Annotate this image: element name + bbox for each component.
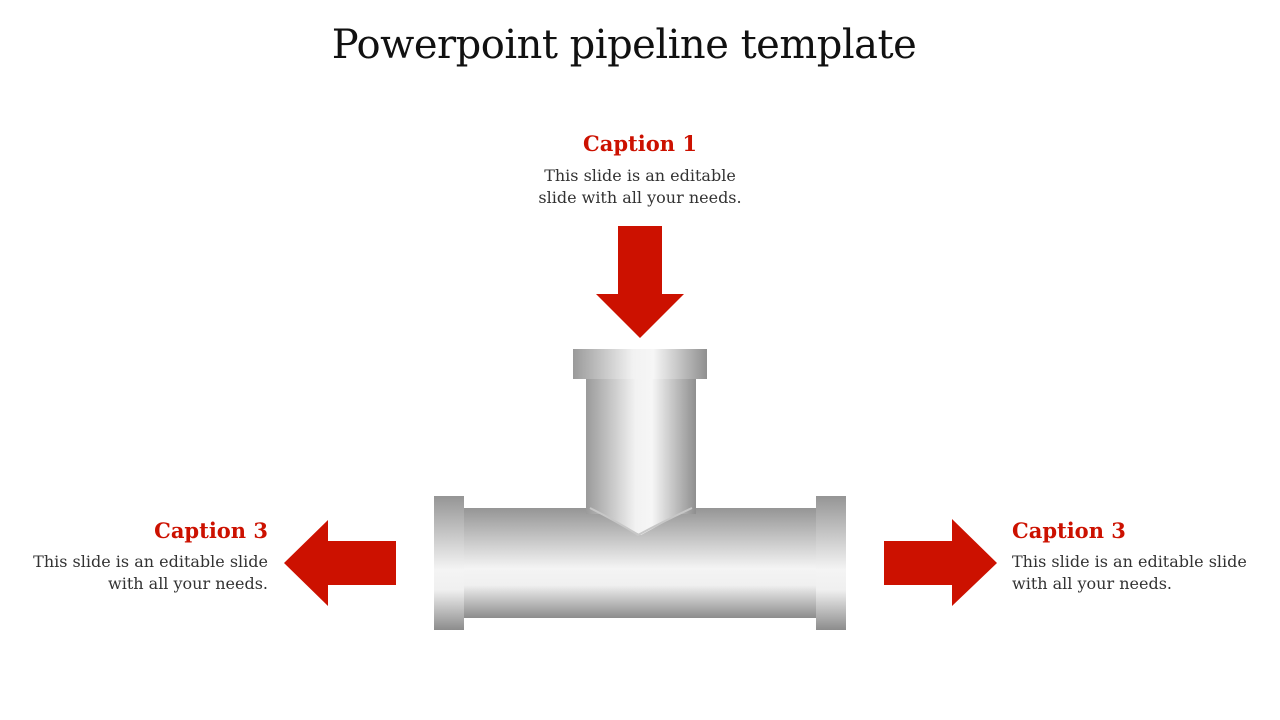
caption-3-line1: This slide is an editable slide [1012,552,1247,571]
arrow-right-icon [884,519,997,606]
caption-3-line2: with all your needs. [1012,574,1172,593]
pipe-right-flange [816,496,846,630]
arrow-left-icon [284,520,396,606]
pipe-junction [586,505,696,535]
pipe-top-flange [573,349,707,379]
caption-1-line2: slide with all your needs. [538,188,742,207]
arrow-down-icon [596,226,684,338]
caption-2-body: This slide is an editable slide with all… [20,551,268,595]
caption-1-line1: This slide is an editable [544,166,736,185]
caption-3-body: This slide is an editable slide with all… [1012,551,1262,595]
caption-2-line1: This slide is an editable slide [33,552,268,571]
caption-2-title: Caption 3 [154,518,268,543]
pipe-left-flange [434,496,464,630]
caption-2-line2: with all your needs. [108,574,268,593]
caption-3-title: Caption 3 [1012,518,1126,543]
caption-1-body: This slide is an editable slide with all… [515,165,765,209]
pipe-vertical-body [586,376,696,514]
pipe-junction-seam [589,507,693,537]
caption-1-title: Caption 1 [583,131,697,156]
slide-title: Powerpoint pipeline template [331,22,917,68]
